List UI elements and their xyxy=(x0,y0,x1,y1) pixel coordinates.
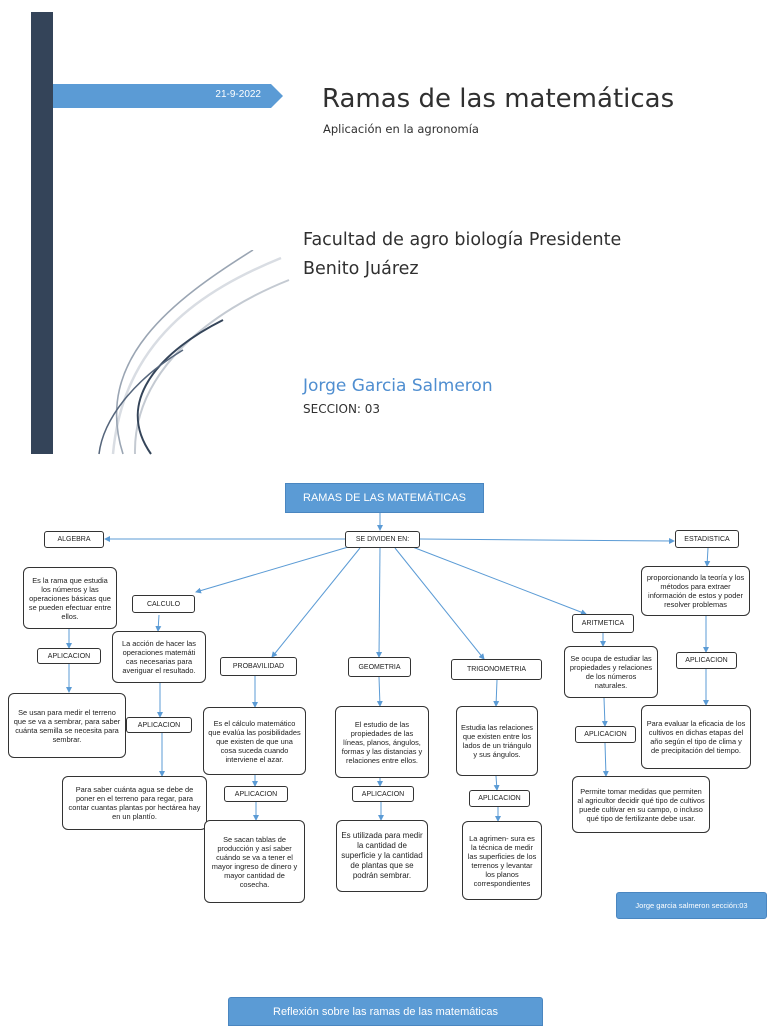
signature-box: Jorge garcia salmeron sección:03 xyxy=(616,892,767,919)
branch-geometria: GEOMETRIA xyxy=(348,657,411,677)
geometria-application: Es utilizada para medir la cantidad de s… xyxy=(336,820,428,892)
reflection-title: Reflexión sobre las ramas de las matemát… xyxy=(228,997,543,1026)
branch-trigonometria: TRIGONOMETRIA xyxy=(451,659,542,680)
estadistica-description: proporcionando la teoría y los métodos p… xyxy=(641,566,750,616)
algebra-description: Es la rama que estudia los números y las… xyxy=(23,567,117,629)
date-ribbon: 21-9-2022 xyxy=(53,84,283,108)
trigonometria-application-label: APLICACION xyxy=(469,790,530,807)
hub-node: SE DIVIDEN EN: xyxy=(345,531,420,548)
algebra-application: Se usan para medir el terreno que se va … xyxy=(8,693,126,758)
probabilidad-application-label: APLICACION xyxy=(224,786,288,802)
aritmetica-description: Se ocupa de estudiar las propiedades y r… xyxy=(564,646,658,698)
cover-faculty: Facultad de agro biología Presidente Ben… xyxy=(303,226,663,284)
calculo-application-label: APLICACION xyxy=(126,717,192,733)
decorative-swooshes xyxy=(98,250,290,455)
estadistica-application: Para evaluar la eficacia de los cultivos… xyxy=(641,705,751,769)
branch-calculo: CALCULO xyxy=(132,595,195,613)
estadistica-application-label: APLICACION xyxy=(676,652,737,669)
algebra-application-label: APLICACION xyxy=(37,648,101,664)
cover-faculty-line1: Facultad de agro biología Presidente xyxy=(303,230,622,250)
branch-probabilidad: PROBAVILIDAD xyxy=(220,657,297,676)
trigonometria-description: Estudia las relaciones que existen entre… xyxy=(456,706,538,776)
aritmetica-application: Permite tomar medidas que permiten al ag… xyxy=(572,776,710,833)
trigonometria-application: La agrimen- sura es la técnica de medir … xyxy=(462,821,542,900)
diagram-title: RAMAS DE LAS MATEMÁTICAS xyxy=(285,483,484,513)
geometria-application-label: APLICACION xyxy=(352,786,414,802)
cover-subtitle: Aplicación en la agronomía xyxy=(323,122,479,136)
calculo-description: La acción de hacer las operaciones matem… xyxy=(112,631,206,683)
calculo-application: Para saber cuánta agua se debe de poner … xyxy=(62,776,207,830)
branch-algebra: ALGEBRA xyxy=(44,531,104,548)
cover-faculty-line2: Benito Juárez xyxy=(303,259,419,279)
date-ribbon-shape xyxy=(53,84,283,108)
cover-author: Jorge Garcia Salmeron xyxy=(303,376,493,396)
probabilidad-application: Se sacan tablas de producción y así sabe… xyxy=(204,820,305,903)
aritmetica-application-label: APLICACION xyxy=(575,726,636,743)
geometria-description: El estudio de las propiedades de las lín… xyxy=(335,706,429,778)
cover-date: 21-9-2022 xyxy=(215,89,261,100)
cover-title: Ramas de las matemáticas xyxy=(322,84,675,114)
branch-estadistica: ESTADISTICA xyxy=(675,530,739,548)
probabilidad-description: Es el cálculo matemático que evalúa las … xyxy=(203,707,306,775)
cover-sidebar xyxy=(31,12,53,454)
cover-section: SECCION: 03 xyxy=(303,402,381,416)
branch-aritmetica: ARITMETICA xyxy=(572,614,634,633)
